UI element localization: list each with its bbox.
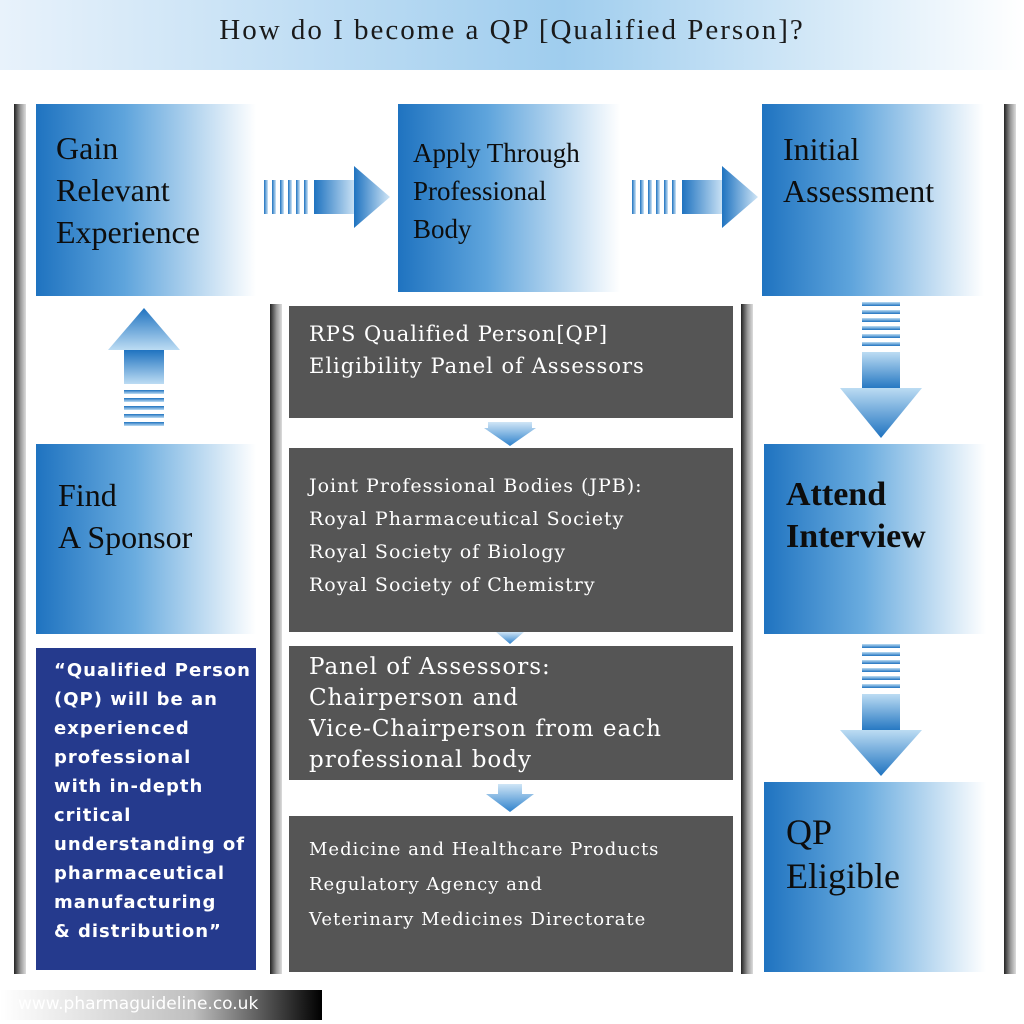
- left-rail: [14, 104, 26, 974]
- step-attend-interview: [764, 444, 986, 634]
- apply-line-1: Apply Through: [413, 138, 580, 168]
- panel-agencies-text: Medicine and Healthcare Products Regulat…: [309, 832, 659, 937]
- panel-assessors-text: Panel of Assessors: Chairperson and Vice…: [309, 652, 662, 776]
- eligible-line-1: QP: [786, 812, 833, 852]
- right-rail: [1004, 104, 1016, 974]
- quote-line: “Qualified Person: [54, 660, 251, 681]
- panel-jpb-text: Joint Professional Bodies (JPB): Royal P…: [309, 470, 643, 602]
- gain-line-2: Relevant: [56, 172, 170, 208]
- step-apply-label: Apply Through Professional Body: [413, 134, 580, 248]
- quote-line: manufacturing: [54, 892, 217, 913]
- sponsor-line-1: Find: [58, 477, 117, 513]
- agencies-line: Regulatory Agency and: [309, 874, 543, 895]
- step-interview-label: Attend Interview: [786, 474, 926, 558]
- quote-line: critical: [54, 805, 132, 826]
- assessors-line: professional body: [309, 747, 532, 773]
- quote-line: experienced: [54, 718, 190, 739]
- arrow-right-icon: [632, 166, 758, 228]
- step-initial-assessment: [762, 104, 984, 296]
- title-bar: [0, 0, 1024, 70]
- footer-url[interactable]: www.pharmaguideline.co.uk: [18, 994, 259, 1014]
- interview-line-2: Interview: [786, 518, 926, 555]
- agencies-line: Medicine and Healthcare Products: [309, 839, 660, 860]
- quote-line: understanding of: [54, 834, 246, 855]
- panel-rps-eligibility: [289, 306, 733, 418]
- panel-joint-professional-bodies: [289, 448, 733, 632]
- step-initial-label: Initial Assessment: [783, 128, 934, 212]
- arrow-down-icon: [840, 644, 922, 776]
- eligible-line-2: Eligible: [786, 856, 900, 896]
- arrow-down-small-icon: [496, 632, 524, 644]
- quote-line: pharmaceutical: [54, 863, 226, 884]
- center-left-rail: [270, 304, 282, 974]
- step-eligible-label: QP Eligible: [786, 810, 900, 898]
- arrow-up-icon: [108, 308, 180, 426]
- apply-line-3: Body: [413, 214, 472, 244]
- jpb-line: Royal Society of Biology: [309, 541, 567, 563]
- sponsor-line-2: A Sponsor: [58, 519, 193, 555]
- quote-line: professional: [54, 747, 192, 768]
- center-right-rail: [741, 304, 753, 974]
- arrow-down-icon: [840, 302, 922, 438]
- quote-line: with in-depth: [54, 776, 204, 797]
- gain-line-1: Gain: [56, 130, 119, 166]
- panel-assessors: [289, 646, 733, 780]
- gain-line-3: Experience: [56, 214, 200, 250]
- jpb-line: Joint Professional Bodies (JPB):: [309, 475, 643, 497]
- rps-line: RPS Qualified Person[QP]: [309, 322, 609, 346]
- quote-line: & distribution”: [54, 921, 222, 942]
- assessors-line: Chairperson and: [309, 685, 519, 711]
- assessors-line: Panel of Assessors:: [309, 654, 551, 680]
- step-gain-experience-label: Gain Relevant Experience: [56, 128, 200, 252]
- step-qp-eligible: [764, 782, 986, 972]
- assessors-line: Vice-Chairperson from each: [309, 716, 662, 742]
- quote-line: (QP) will be an: [54, 689, 218, 710]
- step-find-sponsor: [36, 444, 256, 634]
- agencies-line: Veterinary Medicines Directorate: [309, 909, 647, 930]
- jpb-line: Royal Society of Chemistry: [309, 574, 596, 596]
- rps-line: Eligibility Panel of Assessors: [309, 354, 645, 378]
- footer-bar: [0, 990, 322, 1020]
- arrow-down-small-icon: [484, 422, 536, 446]
- step-sponsor-label: Find A Sponsor: [58, 474, 192, 558]
- initial-line-1: Initial: [783, 131, 860, 167]
- step-gain-experience: [36, 104, 256, 296]
- panel-rps-text: RPS Qualified Person[QP] Eligibility Pan…: [309, 318, 645, 382]
- qp-definition-quote: [36, 648, 256, 970]
- initial-line-2: Assessment: [783, 173, 935, 209]
- quote-text: “Qualified Person (QP) will be an experi…: [54, 656, 251, 946]
- step-apply-professional-body: [398, 104, 620, 292]
- panel-regulatory-agencies: [289, 816, 733, 972]
- arrow-down-small-icon: [486, 784, 534, 812]
- jpb-line: Royal Pharmaceutical Society: [309, 508, 625, 530]
- interview-line-1: Attend: [786, 476, 887, 513]
- apply-line-2: Professional: [413, 176, 547, 206]
- page-title: How do I become a QP [Qualified Person]?: [219, 14, 805, 46]
- arrow-right-icon: [264, 166, 390, 228]
